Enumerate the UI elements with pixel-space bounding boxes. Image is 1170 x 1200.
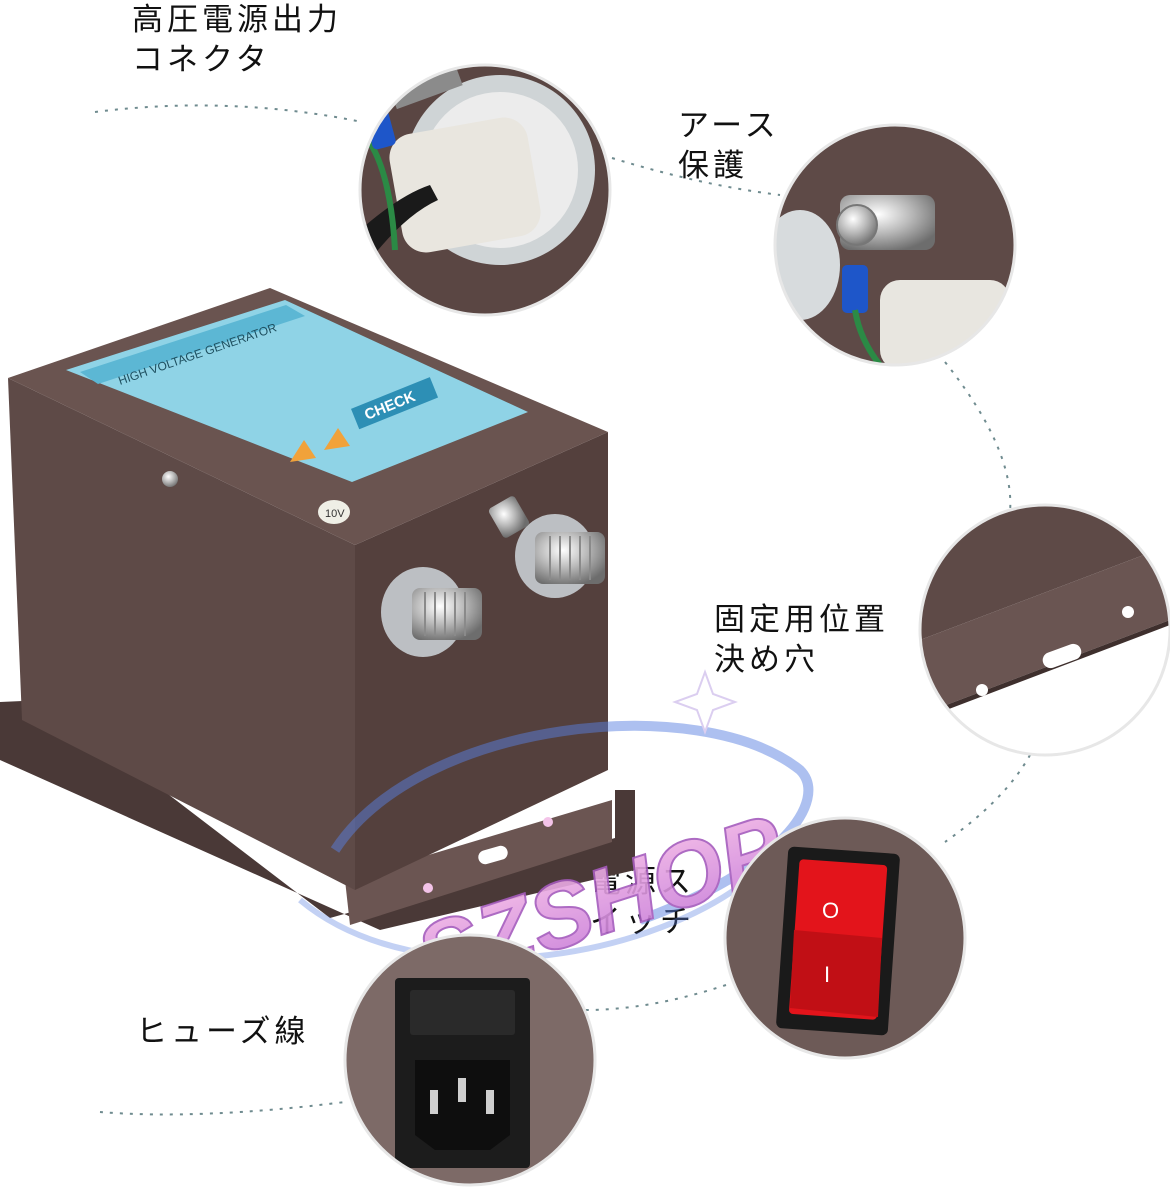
check-box [351,377,439,430]
mount-hole-1 [976,684,988,696]
connector-lines [94,104,1031,1116]
fuse-drawer [410,990,515,1035]
connector-line-fuse [99,1101,346,1116]
power-switch-label-line2: イッチ [590,904,695,940]
connector-line-hv [94,104,363,123]
fuse-label-line1: ヒューズ線 [136,1014,310,1050]
detail-hv-connector [358,63,612,317]
warning-icon-1 [290,440,316,462]
detail-earth [773,123,1017,367]
voltage-badge-text: 10V [325,508,345,520]
hv-connector-label-line1: 高圧電源出力 [132,2,342,38]
switch-off-mark: I [824,962,830,987]
mount-hole-2 [1122,606,1134,618]
connector-line-switch [584,984,727,1011]
fuse-label: ヒューズ線 [136,1012,309,1052]
connector-line-earth-to-hole [944,361,1012,513]
voltage-badge [318,500,350,524]
earth-label: アース 保護 [678,106,780,186]
hv-terminal [381,567,482,657]
sparkle-icon [672,669,738,735]
switch-on-mark: O [822,898,839,923]
flange-slot [478,845,508,865]
earth-label-line1: アース [678,108,780,144]
connector-line-hole-to-switch [944,754,1031,843]
mount-hole-label: 固定用位置 決め穴 [714,600,889,680]
flange-hole-right [543,817,553,827]
mount-slot [1042,643,1082,669]
case-screw [162,471,178,487]
connector-line-earth [611,157,781,196]
hv-connector-label: 高圧電源出力 コネクタ [132,0,342,80]
power-inlet [415,1060,510,1150]
mount-hole-label-line2: 決め穴 [714,642,819,678]
warning-icon-2 [324,428,350,450]
mount-hole-label-line1: 固定用位置 [714,602,889,638]
earth-label-line2: 保護 [678,148,748,184]
detail-mount-hole [918,503,1170,757]
generator-body: HIGH VOLTAGE GENERATOR CHECK 10V [0,288,635,930]
hv-connector-label-line2: コネクタ [132,42,271,78]
flange-hole-left [423,883,433,893]
detail-fuse [343,933,597,1187]
detail-power-switch: O I [723,816,967,1060]
ground-terminal [488,496,605,598]
